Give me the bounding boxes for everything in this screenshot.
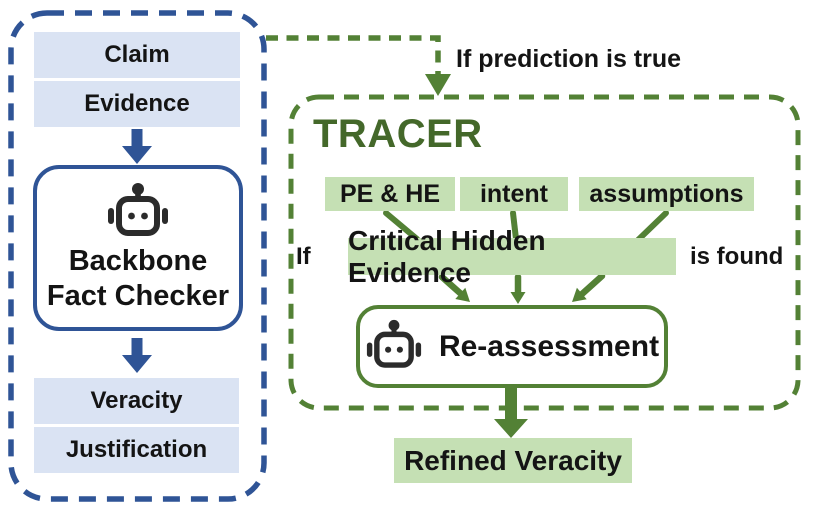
refined-veracity-box: Refined Veracity [394, 438, 632, 483]
tracer-panel-border [288, 94, 801, 411]
robot-icon [366, 319, 422, 368]
arrow-down-icon [122, 129, 152, 164]
if-label: If [296, 243, 311, 270]
backbone-label-line1: Backbone [68, 244, 208, 277]
robot-icon [108, 182, 168, 236]
assumptions-label: assumptions [589, 179, 744, 208]
pe-he-label: PE & HE [339, 179, 441, 208]
is-found-label: is found [690, 243, 784, 270]
pe-he-box: PE & HE [325, 177, 455, 211]
arrow-down-icon [122, 338, 152, 373]
prediction-true-arrowhead-icon [425, 74, 451, 96]
critical-hidden-evidence-label: Critical Hidden Evidence [348, 224, 546, 288]
veracity-box: Veracity [34, 378, 239, 424]
refined-veracity-label: Refined Veracity [404, 444, 622, 476]
critical-hidden-evidence-box: Critical Hidden Evidence [348, 225, 676, 288]
intent-box: intent [460, 177, 568, 211]
veracity-label: Veracity [90, 387, 183, 414]
prediction-true-caption: If prediction is true [456, 45, 682, 73]
evidence-box: Evidence [34, 81, 240, 127]
backbone-panel-border [8, 10, 267, 502]
backbone-fact-checker-box: Backbone Fact Checker [33, 165, 243, 331]
claim-box: Claim [34, 32, 240, 78]
prediction-true-connector [266, 35, 441, 74]
assumptions-box: assumptions [579, 177, 754, 211]
arrow-down-icon [494, 388, 528, 438]
tracer-title: TRACER [313, 112, 483, 156]
hidden-evidence-arrows [438, 272, 606, 304]
input-link-lines [383, 210, 669, 243]
backbone-label-line2: Fact Checker [46, 280, 230, 312]
evidence-label: Evidence [84, 90, 190, 117]
reassessment-box: Re-assessment [356, 305, 668, 388]
claim-label: Claim [104, 41, 170, 68]
justification-label: Justification [65, 436, 208, 463]
reassessment-label: Re-assessment [438, 329, 660, 363]
justification-box: Justification [34, 427, 239, 473]
intent-label: intent [479, 179, 549, 208]
